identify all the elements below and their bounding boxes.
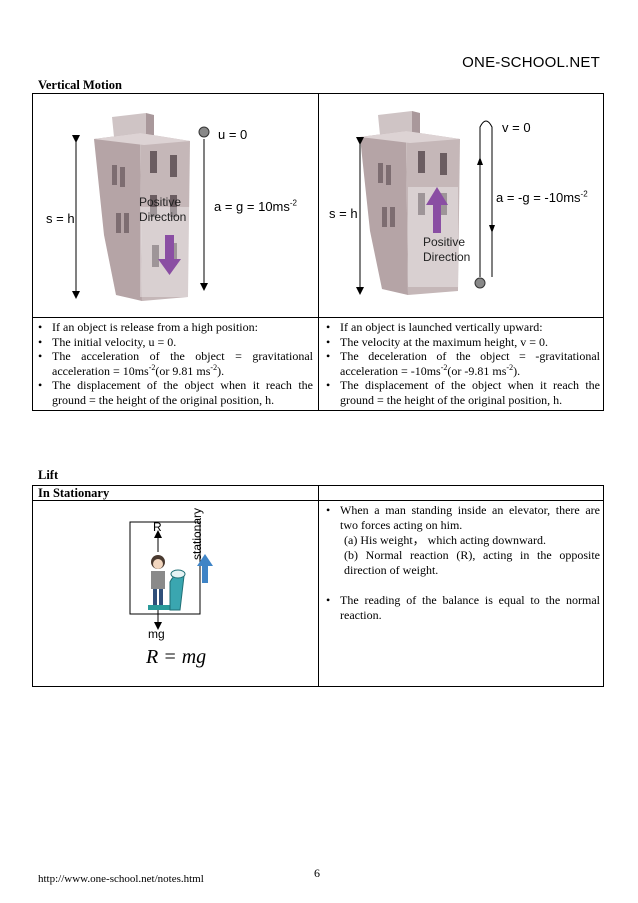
list-item: The displacement of the object when it r… xyxy=(326,378,600,407)
list-item: The displacement of the object when it r… xyxy=(38,378,313,407)
footer-url[interactable]: http://www.one-school.net/notes.html xyxy=(38,873,204,885)
label-acceleration: a = g = 10ms-2 xyxy=(214,198,298,214)
header-brand: ONE-SCHOOL.NET xyxy=(462,54,600,71)
free-fall-figure xyxy=(72,113,210,301)
label-direction-right: Direction xyxy=(423,250,471,264)
vertical-launch-figure xyxy=(356,111,495,295)
list-item: The velocity at the maximum height, v = … xyxy=(326,335,600,350)
vertical-launch-notes: If an object is launched vertically upwa… xyxy=(326,320,600,407)
table-divider xyxy=(32,317,604,318)
list-item: The acceleration of the object = gravita… xyxy=(38,349,313,378)
section-title-vertical-motion: Vertical Motion xyxy=(38,78,122,92)
arrow-down-icon xyxy=(158,235,181,275)
label-v: v = 0 xyxy=(502,120,531,135)
ball-icon xyxy=(474,277,486,289)
list-item: When a man standing inside an elevator, … xyxy=(326,503,600,533)
balance-icon xyxy=(148,569,186,611)
label-direction: Direction xyxy=(139,210,187,224)
table-divider xyxy=(318,485,319,687)
label-acceleration-right: a = -g = -10ms-2 xyxy=(496,189,588,205)
sub-item: (b) Normal reaction (R), acting in the o… xyxy=(344,548,600,577)
elevator-box xyxy=(129,521,201,615)
label-positive-right: Positive xyxy=(423,235,466,249)
person-icon xyxy=(151,555,165,605)
table-divider xyxy=(32,500,604,501)
arrow-up-icon xyxy=(426,187,448,233)
label-normal-reaction: R xyxy=(153,520,162,534)
equation: R = mg xyxy=(146,646,207,668)
page-number: 6 xyxy=(314,866,320,880)
label-u: u = 0 xyxy=(218,127,248,142)
lift-figure xyxy=(129,521,213,630)
label-stationary: stationary xyxy=(190,507,204,560)
section-title-lift: Lift xyxy=(38,468,59,482)
label-displacement-right: s = h xyxy=(329,206,358,221)
label-weight: mg xyxy=(148,627,165,641)
list-item: The initial velocity, u = 0. xyxy=(38,335,313,350)
free-fall-notes: If an object is release from a high posi… xyxy=(38,320,313,407)
label-positive: Positive xyxy=(139,195,182,209)
list-item: The reading of the balance is equal to t… xyxy=(326,593,600,623)
sub-item: (a) His weight， which acting downward. xyxy=(344,533,546,547)
table-divider xyxy=(318,93,319,411)
list-item: The deceleration of the object = -gravit… xyxy=(326,349,600,378)
arrow-up-icon xyxy=(197,554,213,583)
lift-notes: When a man standing inside an elevator, … xyxy=(326,503,600,623)
label-displacement: s = h xyxy=(46,211,75,226)
ball-icon xyxy=(198,126,210,138)
lift-subtitle: In Stationary xyxy=(38,486,110,500)
list-item: If an object is launched vertically upwa… xyxy=(326,320,600,335)
list-item: If an object is release from a high posi… xyxy=(38,320,313,335)
